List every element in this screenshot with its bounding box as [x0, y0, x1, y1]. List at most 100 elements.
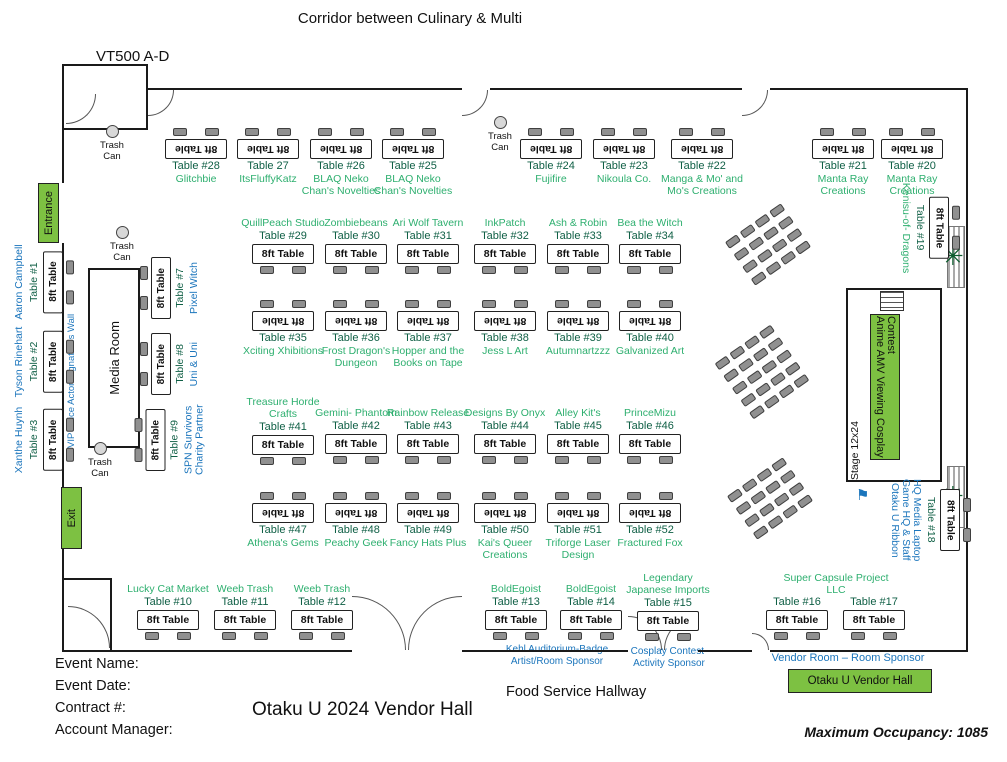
entrance-label: Entrance — [42, 190, 55, 236]
chair — [482, 266, 496, 274]
table-number: Table #44 — [481, 420, 529, 432]
chair — [773, 492, 790, 507]
table-chairs — [260, 457, 306, 465]
table-chairs — [140, 266, 148, 310]
table-chairs — [333, 492, 379, 500]
table-box: 8ft Table — [43, 250, 63, 313]
vendor-name: ItsFluffyKatz — [239, 173, 297, 185]
vendor-hall-badge: Otaku U Vendor Hall — [788, 669, 932, 693]
page-title: Otaku U 2024 Vendor Hall — [252, 699, 473, 720]
table-chairs — [66, 259, 74, 304]
table-box: 8ft Table — [619, 434, 681, 454]
table-box: 8ft Table — [325, 434, 387, 454]
chair — [528, 128, 542, 136]
table-number: Table #1 — [28, 262, 40, 302]
chair — [405, 492, 419, 500]
chair — [299, 632, 313, 640]
chair — [763, 394, 780, 410]
chair — [744, 334, 761, 350]
chair — [737, 357, 755, 373]
vendor-table: Otaku U Ribbon Game HQ & Staff HQ Media … — [889, 472, 971, 568]
table-chairs — [390, 128, 436, 136]
chair — [254, 632, 268, 640]
chair — [514, 300, 528, 308]
chair — [752, 347, 769, 362]
chair — [514, 456, 528, 464]
chair — [66, 340, 74, 354]
chair — [763, 225, 780, 241]
chair — [729, 345, 746, 360]
wall — [698, 650, 752, 652]
chair — [733, 246, 750, 262]
wall — [62, 549, 64, 652]
chair — [645, 633, 659, 641]
chair — [493, 632, 507, 640]
vendor-name: Gemini- Phantom — [315, 407, 397, 419]
vendor-name: Kenisu-of- Dragons — [900, 182, 912, 274]
chair — [140, 372, 148, 386]
table-box: 8ft Table — [137, 610, 199, 630]
table-number: Table #26 — [317, 160, 365, 172]
table-chairs — [528, 128, 574, 136]
table-number: Table #31 — [404, 230, 452, 242]
vendor-name: Bea the Witch — [617, 217, 683, 229]
stage-label: Stage 12x24 — [849, 421, 861, 480]
chair — [525, 632, 539, 640]
chair — [963, 528, 971, 542]
chair — [350, 128, 364, 136]
vendor-name: Aaron Campbell — [13, 244, 25, 320]
vendor-name: Legendary Japanese Imports — [626, 572, 710, 596]
chair — [780, 250, 797, 266]
audience-chairs — [726, 457, 814, 540]
table-number: Table #19 — [914, 205, 926, 251]
table-number: Table #24 — [527, 160, 575, 172]
vendor-name: Nikoula Co. — [596, 173, 652, 185]
trash-can-icon — [115, 226, 129, 239]
table-chairs — [645, 633, 691, 641]
stage-stairs-icon — [880, 291, 904, 311]
table-chairs — [173, 128, 219, 136]
chair — [765, 260, 782, 276]
chair — [292, 300, 306, 308]
table-box: 8ft Table — [474, 311, 536, 331]
table-box: 8ft Table — [252, 244, 314, 264]
table-number: Table 27 — [247, 160, 289, 172]
vendor-name: QuillPeach Studio — [241, 217, 325, 229]
table-box: 8ft Table — [940, 489, 960, 551]
max-occupancy-label: Maximum Occupancy: 1085 — [804, 724, 988, 740]
contract-number-label: Contract #: — [55, 700, 126, 716]
table-box: 8ft Table — [619, 244, 681, 264]
table-number: Table #11 — [221, 596, 269, 608]
vendor-name: Galvanized Art — [615, 345, 685, 357]
table-number: Table #33 — [554, 230, 602, 242]
chair — [796, 494, 814, 509]
table-number: Table #36 — [332, 332, 380, 344]
media-room: Media Room — [88, 268, 140, 448]
table-box: 8ft Table — [397, 244, 459, 264]
table-number: Table #52 — [626, 524, 674, 536]
chair — [482, 456, 496, 464]
table-box: 8ft Table — [325, 244, 387, 264]
table-number: Table #34 — [626, 230, 674, 242]
chair — [779, 469, 796, 485]
vendor-name: Glitchbie — [175, 173, 217, 185]
wall — [146, 88, 462, 90]
chair — [260, 492, 274, 500]
chair — [245, 128, 259, 136]
vendor-name: Designs By Onyx — [464, 407, 546, 419]
chair — [177, 632, 191, 640]
table-box: 8ft Table — [474, 503, 536, 523]
vendor-name: Lucky Cat Market — [127, 583, 209, 595]
